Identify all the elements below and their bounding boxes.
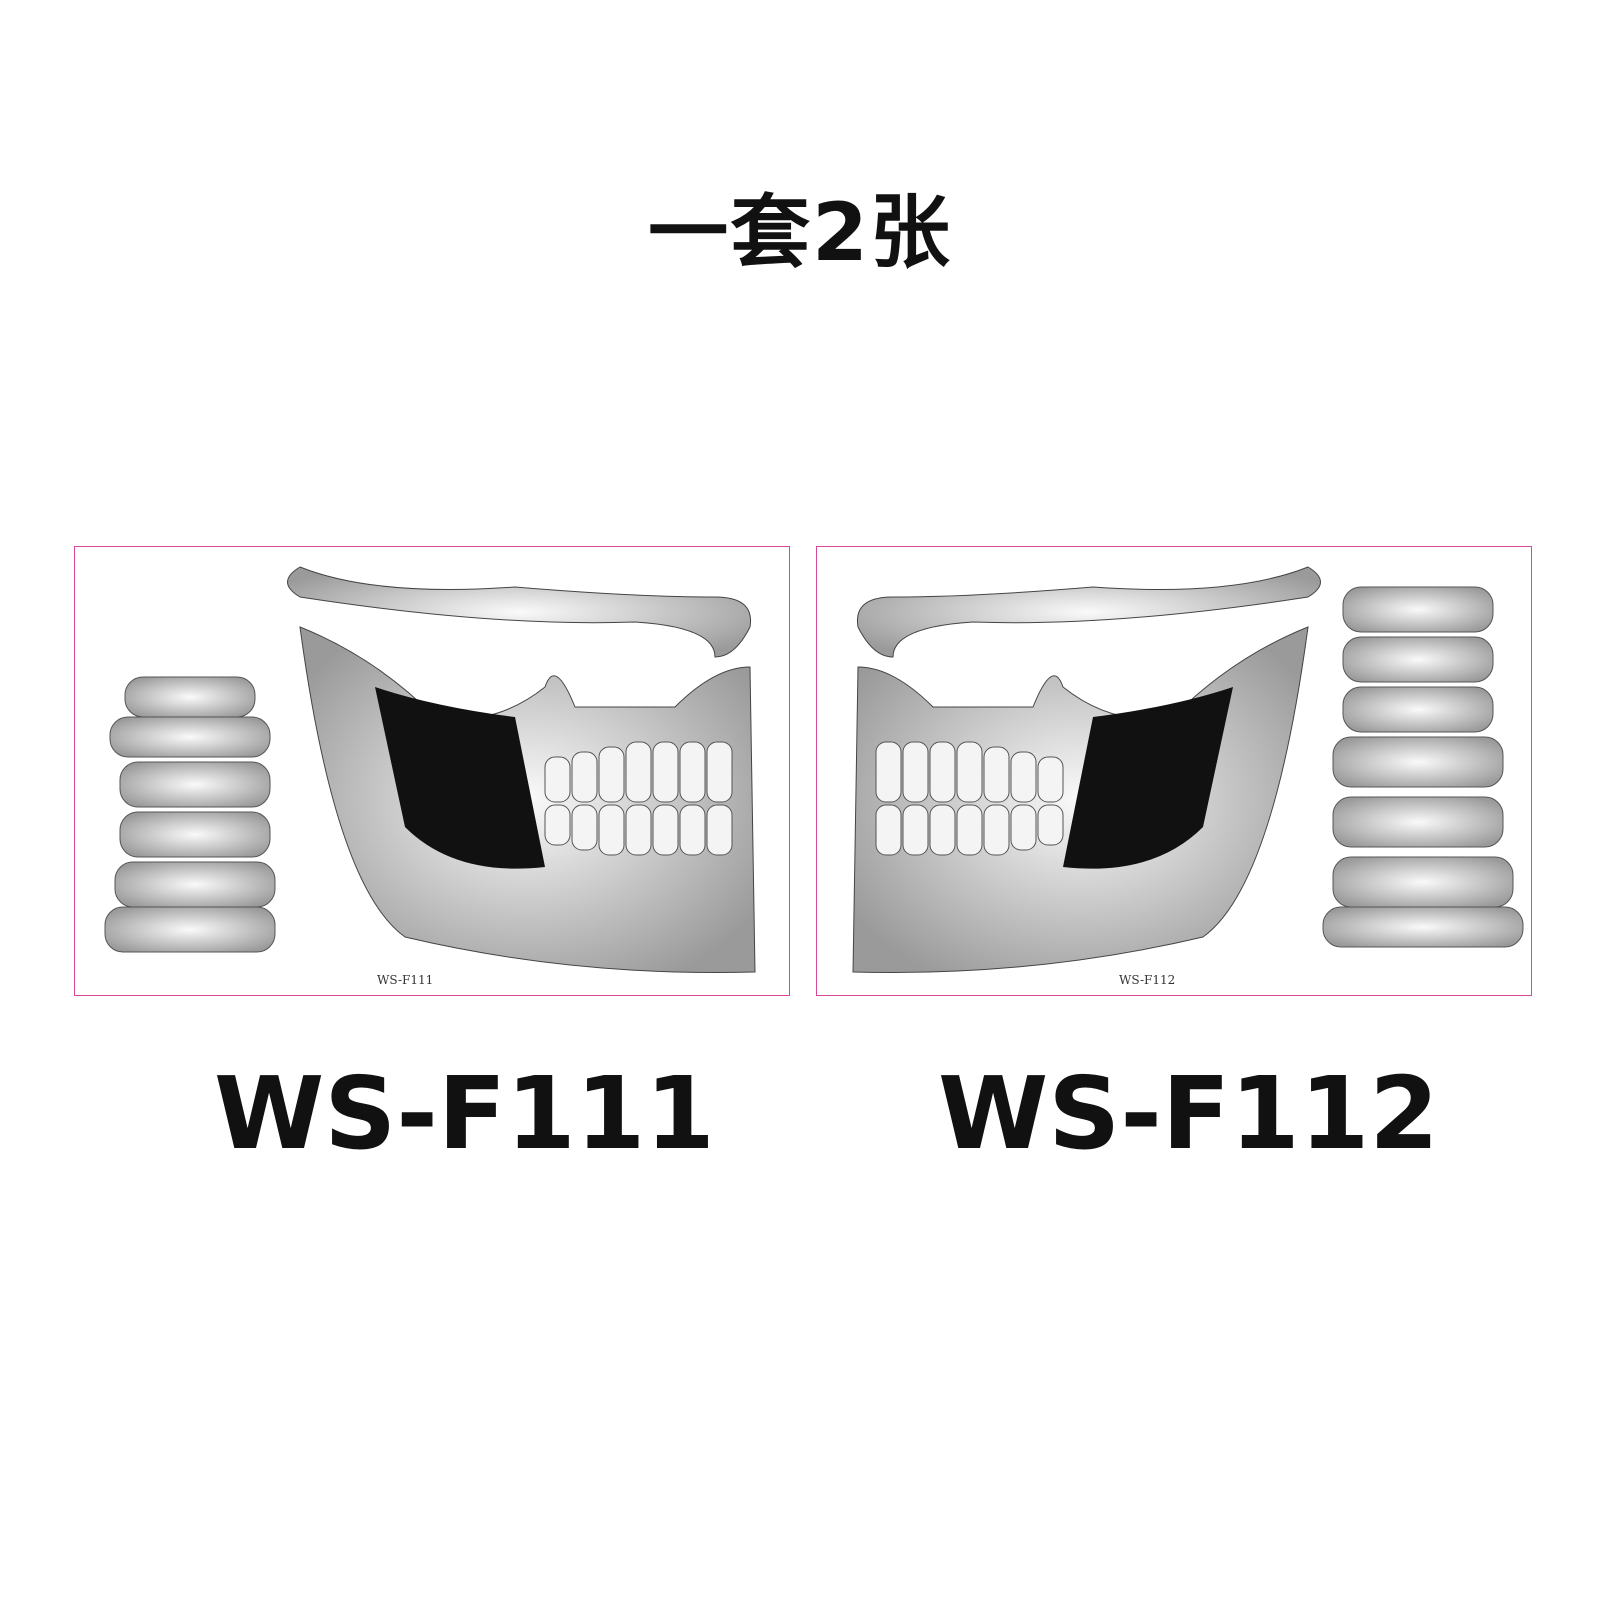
product-code-ws-f112: WS-F112 bbox=[938, 1055, 1439, 1172]
page-title: 一套2张 bbox=[648, 186, 952, 279]
product-code-ws-f111: WS-F111 bbox=[214, 1055, 715, 1172]
sticker-sheet-ws-f111: WS-F111 bbox=[74, 546, 790, 996]
vertebrae bbox=[104, 676, 276, 953]
sheet-label: WS-F112 bbox=[1119, 973, 1176, 987]
skeleton-jaw-illustration bbox=[852, 566, 1524, 974]
sheet-label: WS-F111 bbox=[377, 973, 434, 987]
sticker-sheet-ws-f112: WS-F112 bbox=[816, 546, 1532, 996]
skeleton-jaw-illustration bbox=[104, 566, 756, 974]
